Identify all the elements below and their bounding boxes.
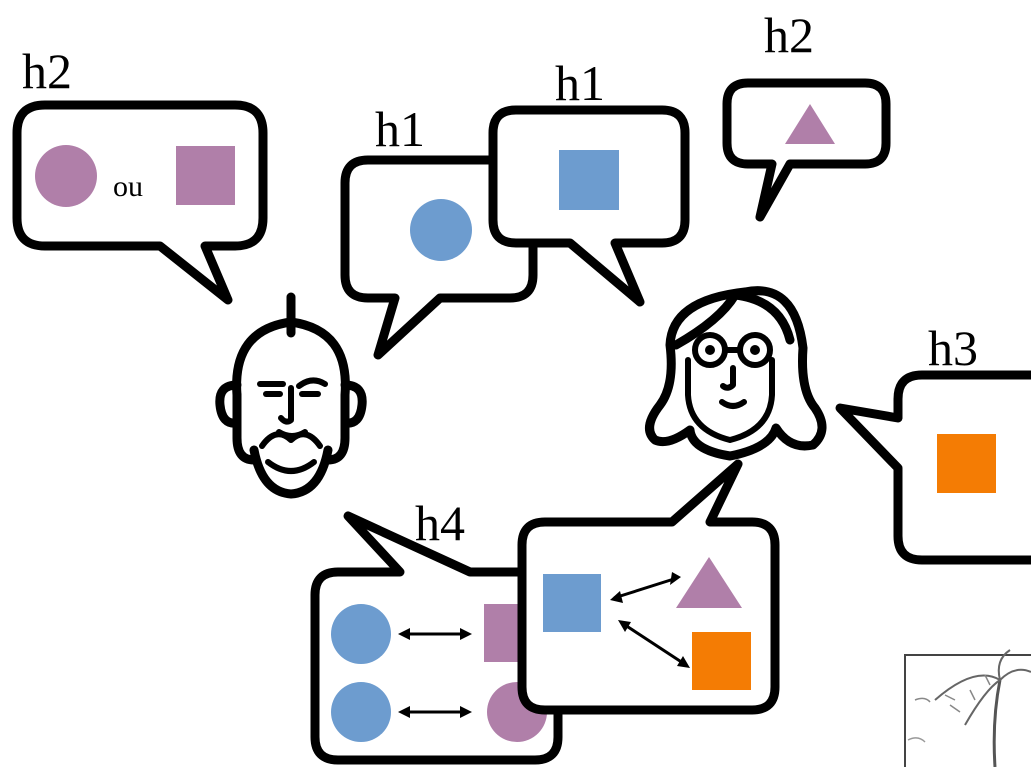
blue-circle-shape	[331, 604, 391, 664]
bald-bearded-man-icon	[215, 292, 367, 499]
or-connector-text: ou	[113, 170, 143, 203]
purple-circle-shape	[35, 145, 97, 207]
blue-circle-shape	[331, 682, 391, 742]
double-arrow-icon	[610, 572, 681, 603]
label-woman-h1: h1	[555, 55, 605, 111]
double-arrow-icon	[398, 628, 472, 640]
double-arrow-icon	[618, 620, 690, 668]
speech-bubble-man-h4	[310, 511, 563, 765]
label-man-h1: h1	[375, 101, 425, 157]
orange-square-shape	[692, 632, 751, 690]
speech-bubble-woman-h3	[835, 370, 1031, 565]
purple-triangle-shape	[676, 557, 742, 608]
double-arrow-icon	[398, 706, 472, 718]
blue-square-shape	[559, 150, 619, 210]
woman-with-glasses-icon	[645, 286, 827, 461]
speech-bubble-woman-h4	[517, 459, 780, 715]
blue-square-shape	[543, 574, 601, 632]
speech-bubble-woman-h2	[722, 78, 891, 222]
label-woman-h2: h2	[764, 7, 814, 63]
label-man-h2: h2	[22, 43, 72, 99]
label-woman-h3: h3	[928, 320, 978, 376]
blue-circle-shape	[410, 199, 472, 261]
label-man-h4: h4	[415, 495, 465, 551]
speech-bubble-man-h2: ou	[12, 100, 268, 305]
palm-tree-sketch-image	[904, 649, 1031, 767]
speech-bubble-woman-h1	[488, 105, 690, 307]
orange-square-shape	[937, 434, 996, 493]
purple-square-shape	[176, 146, 235, 205]
purple-triangle-shape	[785, 104, 835, 144]
